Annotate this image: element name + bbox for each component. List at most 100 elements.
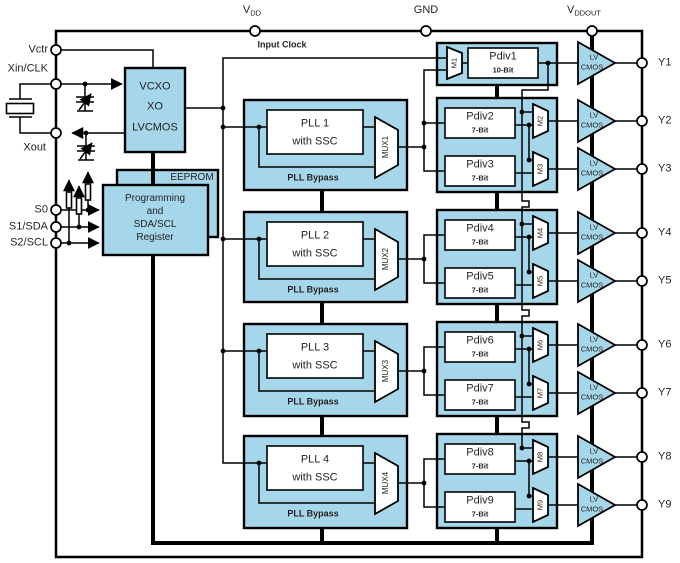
lvcmos-buffer-y3: [577, 146, 617, 192]
pdiv1-cascade-line: [521, 63, 549, 448]
pll2-name: PLL 2: [300, 229, 330, 242]
m7-mux-shape: [532, 374, 549, 412]
pdiv9-name: Pdiv9: [466, 494, 494, 507]
chip-outline: [54, 29, 644, 559]
xout-pin: [50, 127, 62, 139]
m9-mux-shape: [532, 486, 549, 524]
m6-label: M6: [535, 339, 545, 351]
y4-label: Y4: [658, 226, 672, 239]
pdiv5-bits: 7-Bit: [471, 285, 489, 295]
vctr-label: Vctr: [28, 43, 48, 56]
buffer-y1-lv: LV: [589, 52, 599, 62]
gnd-label: GND: [413, 4, 439, 16]
vddout-pin: [586, 25, 598, 37]
vcxo-line1: VCXO: [139, 80, 171, 93]
buffer-y9-cmos: CMOS: [580, 504, 604, 514]
input-clock-bus: [222, 57, 447, 464]
lvcmos-buffer-y6: [577, 322, 617, 368]
resistor-s1: [75, 197, 83, 215]
mux1-shape: [374, 115, 399, 180]
buffer-y9-lv: LV: [589, 494, 599, 504]
m5-mux-shape: [532, 262, 549, 300]
pll3-bypass-label: PLL Bypass: [287, 396, 339, 407]
y7-label: Y7: [658, 386, 672, 399]
mux3-label: MUX3: [381, 359, 390, 383]
lvcmos-buffer-y1: [577, 40, 617, 86]
buffer-y5-cmos: CMOS: [580, 280, 604, 290]
mux1-bus: [423, 69, 447, 172]
xin-pin: [50, 78, 62, 90]
pll2-internal-wires: [258, 238, 424, 280]
m4-mux-shape: [532, 214, 549, 252]
m7-label: M7: [535, 387, 545, 399]
pdiv3-name: Pdiv3: [466, 158, 494, 171]
y5-label: Y5: [658, 274, 672, 287]
buffer-y2-lv: LV: [589, 110, 599, 120]
mux1-label: MUX1: [381, 135, 390, 159]
mux2-shape: [374, 227, 399, 292]
y1-label: Y1: [658, 56, 672, 69]
mux-shapes: [374, 45, 549, 524]
y8-label: Y8: [658, 450, 672, 463]
crystal-body: [5, 102, 35, 115]
m3-mux-shape: [532, 150, 549, 188]
pll3-sub: with SSC: [292, 359, 338, 372]
pdiv1-name: Pdiv1: [489, 50, 517, 63]
vdd-pin: [249, 25, 261, 37]
buffer-to-pin-wires: [615, 62, 637, 506]
pll4-name: PLL 4: [300, 453, 330, 466]
pdiv8-name: Pdiv8: [466, 446, 494, 459]
y9-label: Y9: [658, 498, 672, 511]
buffer-y7-lv: LV: [589, 382, 599, 392]
pll3-core-box: [266, 333, 364, 379]
pll2-core-box: [266, 221, 364, 267]
pll2-sub: with SSC: [292, 247, 338, 260]
lvcmos-buffer-y9: [577, 482, 617, 528]
pdiv2-bits: 7-Bit: [471, 125, 489, 135]
varactor-xout: [77, 133, 95, 161]
buffer-y4-lv: LV: [589, 222, 599, 232]
lvcmos-buffer-y8: [577, 434, 617, 480]
pdiv5-box: [444, 267, 516, 299]
pdiv4-name: Pdiv4: [466, 222, 494, 235]
y3-label: Y3: [658, 162, 672, 175]
y1-pin: [636, 57, 648, 69]
pdiv7-name: Pdiv7: [466, 382, 494, 395]
cascade-branches: [522, 111, 533, 449]
pdiv3-box: [444, 155, 516, 187]
y7-pin: [636, 387, 648, 399]
pdiv7-bits: 7-Bit: [471, 397, 489, 407]
y5-pin: [636, 275, 648, 287]
programming-register-box: [101, 183, 210, 257]
pdiv2-box: [444, 107, 516, 139]
pll1-bypass-label: PLL Bypass: [287, 172, 339, 183]
varactor-xin: [76, 84, 94, 112]
lvcmos-buffer-y4: [577, 210, 617, 256]
pdiv8-box: [444, 443, 516, 475]
vctr-pin: [50, 44, 62, 56]
varactor-xin-arrow: [78, 93, 92, 111]
m8-label: M8: [535, 451, 545, 463]
pdiv2-name: Pdiv2: [466, 110, 494, 123]
m2-label: M2: [535, 115, 545, 127]
m6-mux-shape: [532, 326, 549, 364]
pll4-bypass-label: PLL Bypass: [287, 508, 339, 519]
m8-mux-shape: [532, 438, 549, 476]
vddout-label: VDDOUT: [566, 4, 602, 18]
mux4-shape: [374, 451, 399, 516]
xin-label: Xin/CLK: [7, 62, 48, 75]
pdiv6-name: Pdiv6: [466, 334, 494, 347]
programming-line3: SDA/SCL: [133, 219, 177, 230]
pll2-bypass-label: PLL Bypass: [287, 284, 339, 295]
pin-circles: [50, 25, 648, 511]
programming-line1: Programming: [124, 193, 186, 204]
buffer-y5-lv: LV: [589, 270, 599, 280]
buffer-y2-cmos: CMOS: [580, 120, 604, 130]
buffer-y6-lv: LV: [589, 334, 599, 344]
programming-line4: Register: [136, 232, 174, 243]
buffer-y3-lv: LV: [589, 158, 599, 168]
s1-label: S1/SDA: [8, 220, 48, 233]
xout-label: Xout: [23, 141, 46, 154]
gnd-pin: [420, 25, 432, 37]
